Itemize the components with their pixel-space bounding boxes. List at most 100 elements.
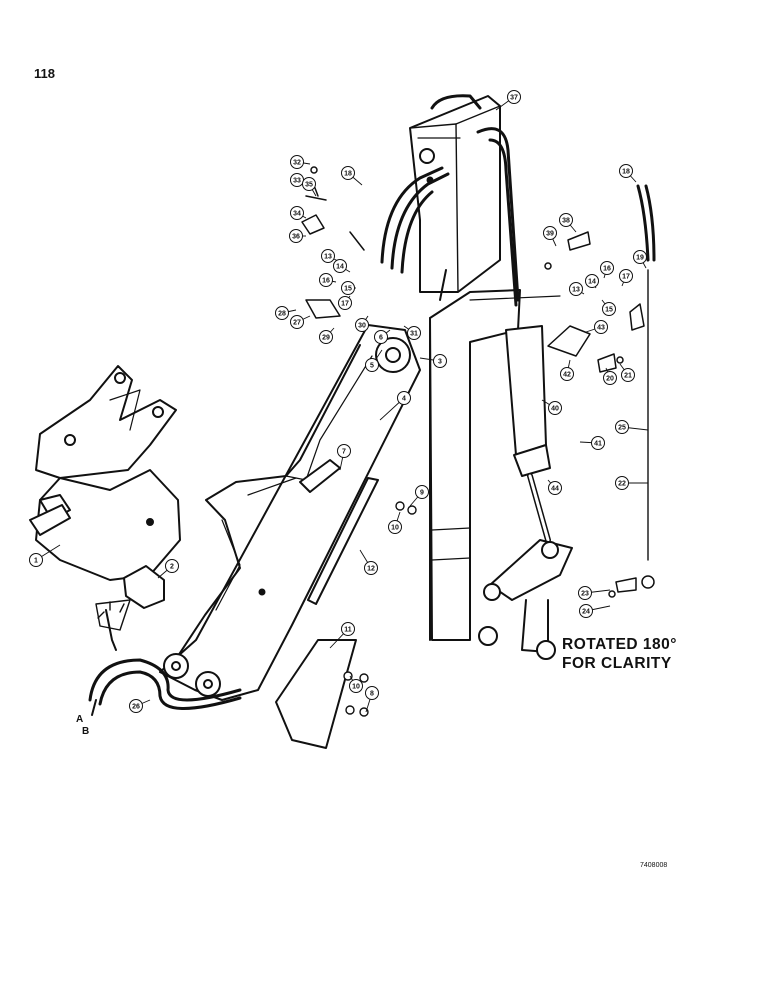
callout-c16a: 16 [319,273,337,287]
callout-number: 14 [336,264,344,271]
hose-end-label-b: B [82,726,89,737]
callout-c1: 1 [29,544,61,567]
boom-arm [159,324,421,701]
callout-number: 42 [563,372,571,379]
callout-circle [355,318,369,332]
callout-c30: 30 [355,315,369,332]
callout-circle [615,420,629,434]
callout-c36: 36 [289,229,306,243]
rotation-note: ROTATED 180° FOR CLARITY [562,635,677,673]
callout-circle [560,367,574,381]
callout-number: 5 [370,363,374,370]
callout-number: 8 [370,691,374,698]
callout-number: 4 [402,396,406,403]
callout-c28: 28 [275,306,297,320]
callout-number: 40 [551,406,559,413]
callout-circle [633,250,647,264]
callout-circle [289,229,303,243]
figure-code: 7408008 [640,862,668,869]
callout-c20: 20 [603,367,617,385]
callout-circle [615,476,629,490]
callout-circle [578,586,592,600]
callout-circle [602,302,616,316]
callout-c17b: 17 [619,269,633,287]
callout-circle [569,282,583,296]
callout-circle [548,481,562,495]
callout-number: 26 [132,704,140,711]
callout-c4: 4 [379,391,411,421]
callout-c32: 32 [290,155,311,169]
callout-number: 20 [606,376,614,383]
callout-c26: 26 [129,699,151,713]
callout-number: 31 [410,331,418,338]
callout-c38: 38 [559,213,577,233]
callout-number: 36 [292,234,300,241]
callout-c29: 29 [319,327,335,344]
callout-number: 21 [624,373,632,380]
callout-c27: 27 [290,315,311,329]
callout-c12: 12 [359,549,378,575]
callout-circle [621,368,635,382]
right-fittings [544,231,645,598]
callout-c18b: 18 [619,164,637,183]
callout-c18a: 18 [341,166,363,186]
callout-number: 37 [510,95,518,102]
callout-circle [559,213,573,227]
callout-number: 34 [293,211,301,218]
callout-c19: 19 [633,250,647,269]
callout-circle [290,206,304,220]
callout-number: 16 [322,278,330,285]
callout-number: 1 [34,558,38,565]
callout-c39: 39 [543,226,557,247]
callout-circle [600,261,614,275]
pad-hardware [343,501,417,717]
callout-number: 43 [597,325,605,332]
callout-c3: 3 [419,354,447,368]
callout-c41: 41 [579,436,605,450]
callout-c43: 43 [585,320,608,334]
callout-c15a: 15 [341,281,356,295]
callout-circle [29,553,43,567]
callout-circle [585,274,599,288]
callout-number: 24 [582,609,590,616]
callout-number: 13 [324,254,332,261]
callout-number: 3 [438,359,442,366]
callout-c37: 37 [495,90,521,111]
rotation-note-line1: ROTATED 180° [562,636,677,653]
callout-circle [319,330,333,344]
callout-circle [543,226,557,240]
callout-circle [302,177,316,191]
callout-circle [349,679,363,693]
callout-number: 7 [342,449,346,456]
dipper-stick [429,289,561,646]
callout-c16b: 16 [600,261,614,279]
callout-circle [415,485,429,499]
callout-number: 15 [344,286,352,293]
callout-circle [365,358,379,372]
callout-c9: 9 [409,485,429,507]
callout-number: 29 [322,335,330,342]
callout-c44: 44 [547,479,562,495]
callout-c31: 31 [403,325,421,340]
callout-circle [165,559,179,573]
right-hose [636,184,656,589]
callout-circle [603,371,617,385]
callout-c14a: 14 [333,259,351,273]
callout-c11: 11 [329,622,355,649]
callout-number: 13 [572,287,580,294]
callout-number: 44 [551,486,559,493]
callout-number: 12 [367,566,375,573]
callout-c2: 2 [157,559,179,579]
callout-circle [290,155,304,169]
callout-number: 19 [636,255,644,262]
callout-c24: 24 [579,604,611,618]
callout-circle [397,391,411,405]
callout-circle [321,249,335,263]
callout-number: 25 [618,425,626,432]
callout-circle [548,401,562,415]
callout-number: 10 [391,525,399,532]
callout-number: 30 [358,323,366,330]
callout-circle [579,604,593,618]
